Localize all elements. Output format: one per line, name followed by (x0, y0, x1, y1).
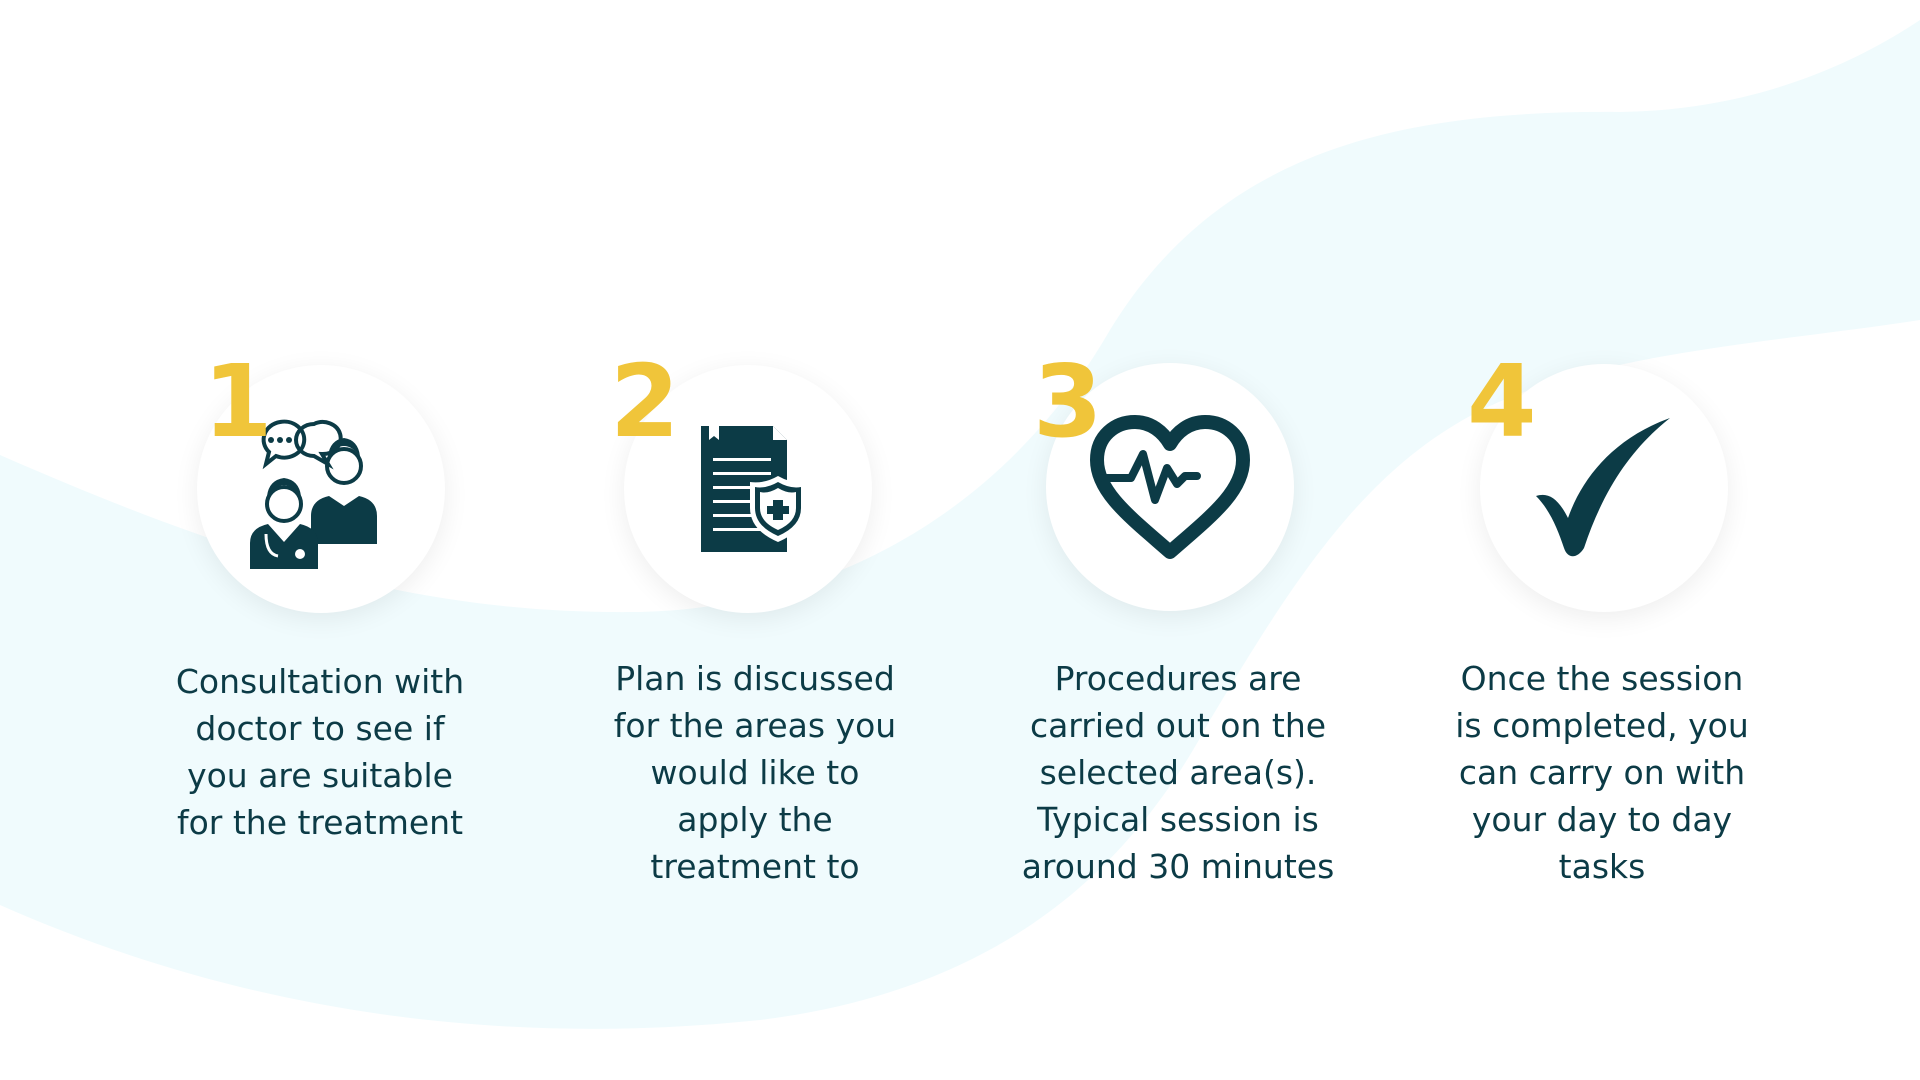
step-2-icon-circle (624, 365, 872, 613)
step-2-number: 2 (610, 343, 680, 460)
step-3-description: Procedures are carried out on the select… (1021, 659, 1335, 886)
step-4-description: Once the session is completed, you can c… (1455, 659, 1749, 886)
step-4-icon-circle (1480, 364, 1728, 612)
doctor-consultation-icon (250, 419, 377, 569)
step-1-number: 1 (203, 343, 273, 460)
wave-shape (0, 20, 1920, 1029)
step-4: 4 Once the session is completed, you can… (1437, 352, 1767, 920)
step-3-icon-circle (1046, 363, 1294, 611)
medical-plan-document-icon (701, 426, 806, 552)
step-3-number: 3 (1033, 343, 1103, 460)
checkmark-icon (1536, 418, 1670, 557)
step-3: 3 Procedures are carried out on the sele… (1013, 352, 1343, 920)
step-2: 2 Plan is discussed for the areas you wo… (590, 352, 920, 920)
step-1: 1 Consultation with doctor to see if you… (155, 352, 485, 920)
step-1-description: Consultation with doctor to see if you a… (175, 662, 465, 842)
step-4-number: 4 (1467, 343, 1537, 460)
heartbeat-icon (1090, 415, 1250, 559)
step-1-icon-circle (197, 365, 445, 613)
step-2-description: Plan is discussed for the areas you woul… (613, 659, 897, 886)
